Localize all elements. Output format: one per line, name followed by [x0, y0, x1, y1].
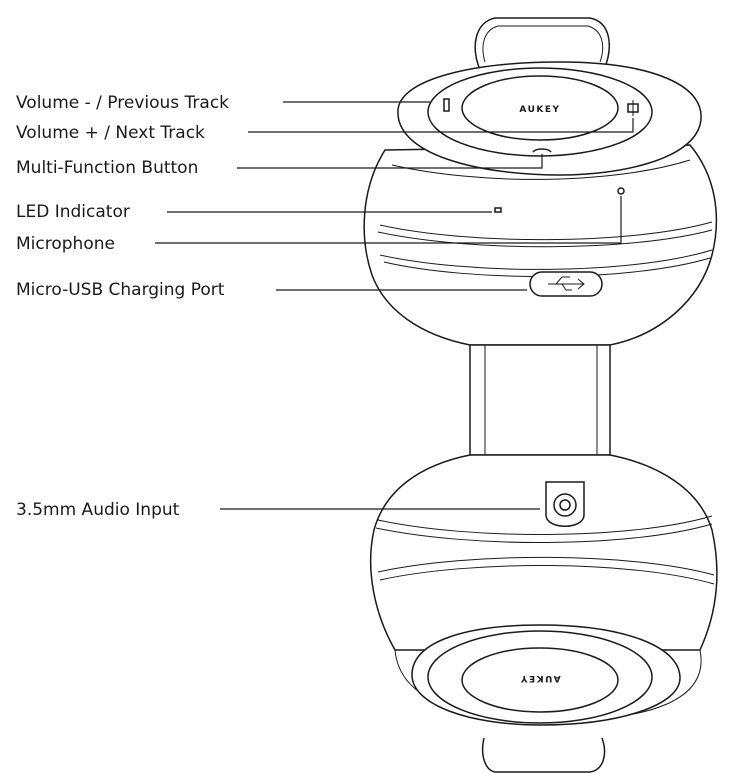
label-usb: Micro-USB Charging Port — [16, 280, 225, 300]
callout-line-multi-function — [237, 154, 543, 169]
micro-usb-port[interactable] — [529, 271, 603, 297]
volume-down-button[interactable] — [443, 98, 450, 112]
microphone-hole — [617, 187, 625, 195]
labels: Volume - / Previous Track Volume + / Nex… — [16, 93, 229, 520]
bottom-ear-cup: AUKEY — [369, 454, 718, 773]
multi-function-button[interactable] — [532, 148, 552, 153]
label-volume-down: Volume - / Previous Track — [16, 93, 229, 113]
audio-jack[interactable] — [545, 481, 585, 527]
label-volume-up: Volume + / Next Track — [16, 123, 205, 143]
label-multi-function: Multi-Function Button — [16, 158, 198, 178]
callout-line-volume-up — [248, 118, 634, 133]
bottom-logo-text: AUKEY — [519, 673, 560, 683]
middle-headband — [469, 344, 611, 456]
led-indicator — [494, 207, 502, 213]
top-headband — [474, 17, 611, 71]
usb-icon — [548, 276, 585, 291]
label-audio-input: 3.5mm Audio Input — [16, 500, 180, 520]
label-microphone: Microphone — [16, 234, 115, 254]
callout-lines — [155, 101, 634, 510]
label-led: LED Indicator — [16, 202, 130, 222]
volume-up-button[interactable] — [627, 100, 639, 116]
callout-line-microphone — [155, 196, 622, 244]
top-logo-text: AUKEY — [519, 105, 560, 115]
top-ear-cup: AUKEY — [363, 61, 718, 346]
